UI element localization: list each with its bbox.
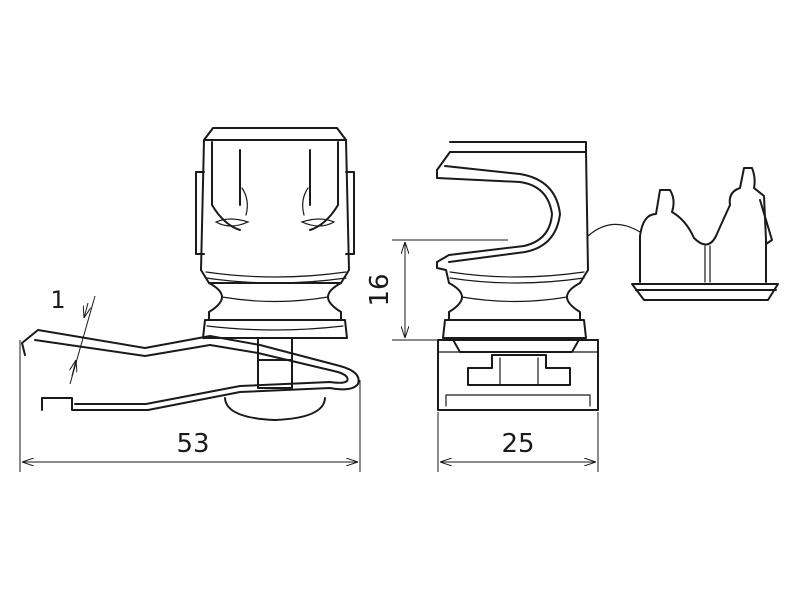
side-view-left: [21, 127, 360, 421]
front-neck-curve: [461, 296, 568, 303]
front-body-left: [445, 269, 450, 284]
connecting-wire: [587, 223, 641, 237]
dimension-height-right: 16: [365, 239, 508, 341]
dimension-thickness: 1: [50, 286, 96, 385]
clip-ear-right: [345, 171, 355, 255]
front-hook-inner: [444, 165, 561, 263]
dimension-label-25: 25: [501, 429, 534, 459]
dimension-width-right: 25: [437, 412, 599, 472]
front-hook-arm: [436, 151, 553, 271]
cable-clip-base-plate: [631, 283, 779, 301]
front-flange: [442, 319, 587, 339]
clip-flange: [202, 319, 348, 339]
slot-right: [300, 187, 336, 227]
front-stud-lines: [499, 357, 539, 386]
dimension-label-16: 16: [365, 273, 395, 306]
flange-curve-2: [206, 325, 344, 331]
clip-ear-left: [195, 171, 205, 255]
front-base-line-2: [445, 394, 591, 407]
clip-tongue-right: [309, 141, 339, 231]
front-body-curve-2: [449, 277, 585, 284]
flange-curve-1: [221, 296, 329, 303]
clip-tongue-left: [211, 141, 241, 231]
body-curve-2: [205, 277, 347, 284]
cable-clip-tip: [759, 199, 773, 245]
dimension-label-53: 53: [176, 429, 209, 459]
cable-clip-divider: [704, 245, 711, 283]
front-top-rim: [449, 141, 587, 153]
dimension-width-left: 53: [19, 340, 361, 472]
base-disc: [224, 397, 326, 421]
dimension-label-1: 1: [50, 286, 65, 314]
front-view-right: [436, 141, 779, 411]
clip-top-cap: [203, 127, 347, 141]
stud: [257, 337, 293, 389]
clip-body: [200, 139, 350, 284]
cable-clip: [639, 167, 767, 283]
slot-left: [214, 187, 250, 227]
spring-strip-inner: [34, 339, 349, 405]
front-body-curve-1: [449, 271, 585, 278]
body-curve-1: [205, 271, 347, 278]
spring-strip: [21, 329, 360, 411]
front-body-right: [579, 151, 589, 284]
front-base-block: [437, 339, 599, 411]
front-stud-block: [467, 354, 571, 386]
